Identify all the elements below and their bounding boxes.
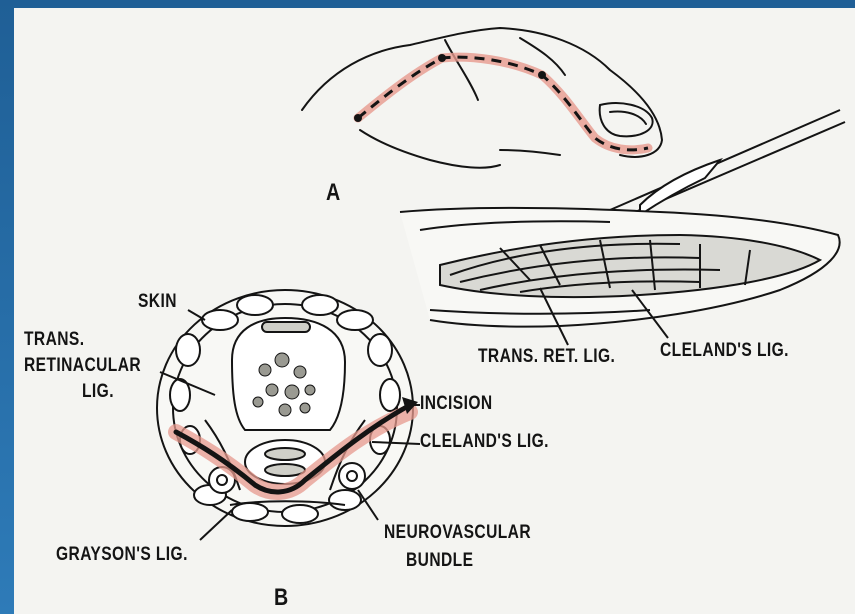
- incision-line-a: [354, 54, 648, 150]
- trans-ret-lig-label: TRANS. RET. LIG.: [478, 347, 615, 367]
- panel-b-label: B: [274, 585, 289, 610]
- panel-a-label: A: [326, 180, 341, 205]
- skin-label: SKIN: [138, 292, 177, 312]
- trans-retinacular-label-line2: RETINACULAR: [24, 356, 141, 376]
- trans-retinacular-label-line3: LIG.: [82, 382, 114, 402]
- trans-retinacular-label-line1: TRANS.: [24, 330, 84, 350]
- neurovascular-label-line2: BUNDLE: [406, 551, 473, 571]
- neurovascular-label-line1: NEUROVASCULAR: [384, 523, 531, 543]
- clelands-lig-b-label: CLELAND'S LIG.: [420, 432, 549, 452]
- scalpel: [610, 110, 845, 222]
- graysons-lig-label: GRAYSON'S LIG.: [56, 545, 188, 565]
- incision-label: INCISION: [420, 394, 493, 414]
- opened-digit: [400, 208, 840, 327]
- clelands-lig-a-label: CLELAND'S LIG.: [660, 341, 789, 361]
